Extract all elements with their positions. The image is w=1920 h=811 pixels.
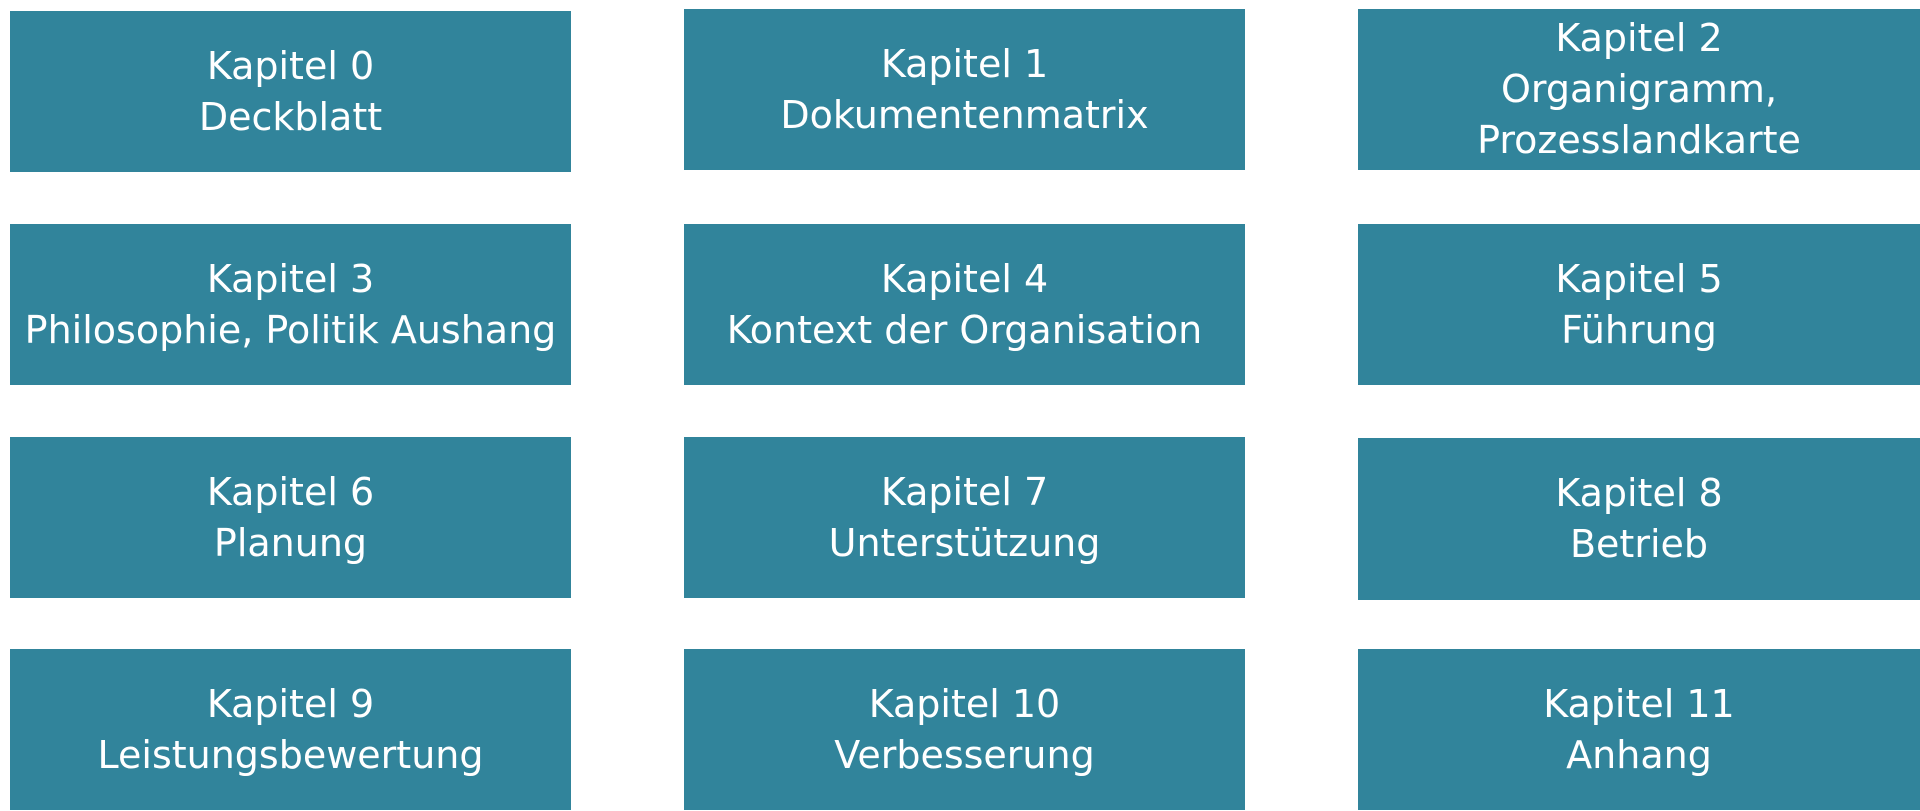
chapter-number: Kapitel 2 <box>1555 16 1723 60</box>
chapter-tile-8[interactable]: Kapitel 8 Betrieb <box>1358 438 1920 600</box>
chapter-tile-9[interactable]: Kapitel 9 Leistungsbewertung <box>10 649 571 810</box>
chapter-title: Verbesserung <box>834 732 1095 777</box>
chapter-tile-1[interactable]: Kapitel 1 Dokumentenmatrix <box>684 9 1245 170</box>
chapter-number: Kapitel 11 <box>1543 681 1735 726</box>
chapter-tile-10[interactable]: Kapitel 10 Verbesserung <box>684 649 1245 810</box>
chapter-number: Kapitel 7 <box>880 469 1049 514</box>
chapter-title: Kontext der Organisation <box>726 307 1203 352</box>
chapter-tile-0[interactable]: Kapitel 0 Deckblatt <box>10 11 571 172</box>
chapter-title-line-2: Prozesslandkarte <box>1477 118 1801 162</box>
chapter-tile-5[interactable]: Kapitel 5 Führung <box>1358 224 1920 385</box>
chapter-title: Unterstützung <box>828 520 1101 565</box>
chapter-number: Kapitel 3 <box>206 256 375 301</box>
chapter-tile-6[interactable]: Kapitel 6 Planung <box>10 437 571 598</box>
chapter-number: Kapitel 9 <box>206 681 375 726</box>
chapter-title-line-1: Organigramm, <box>1500 67 1778 111</box>
chapter-tile-4[interactable]: Kapitel 4 Kontext der Organisation <box>684 224 1245 385</box>
chapter-tile-2[interactable]: Kapitel 2 Organigramm, Prozesslandkarte <box>1358 9 1920 170</box>
chapter-number: Kapitel 1 <box>880 41 1049 86</box>
chapter-number: Kapitel 8 <box>1555 471 1723 515</box>
chapter-title: Leistungsbewertung <box>97 732 484 777</box>
chapter-title: Führung <box>1561 307 1717 352</box>
chapter-title: Betrieb <box>1569 522 1709 566</box>
chapter-title: Deckblatt <box>198 94 383 139</box>
chapter-number: Kapitel 4 <box>880 256 1049 301</box>
chapter-tile-7[interactable]: Kapitel 7 Unterstützung <box>684 437 1245 598</box>
chapter-number: Kapitel 10 <box>868 681 1061 726</box>
chapter-title: Anhang <box>1566 732 1712 777</box>
chapter-tile-3[interactable]: Kapitel 3 Philosophie, Politik Aushang <box>10 224 571 385</box>
chapter-tile-11[interactable]: Kapitel 11 Anhang <box>1358 649 1920 810</box>
chapter-number: Kapitel 0 <box>206 43 375 88</box>
chapter-number: Kapitel 6 <box>206 469 375 514</box>
chapter-title: Planung <box>213 520 368 565</box>
chapter-number: Kapitel 5 <box>1555 256 1723 301</box>
chapter-title: Dokumentenmatrix <box>780 92 1149 137</box>
chapter-title: Philosophie, Politik Aushang <box>24 307 557 352</box>
